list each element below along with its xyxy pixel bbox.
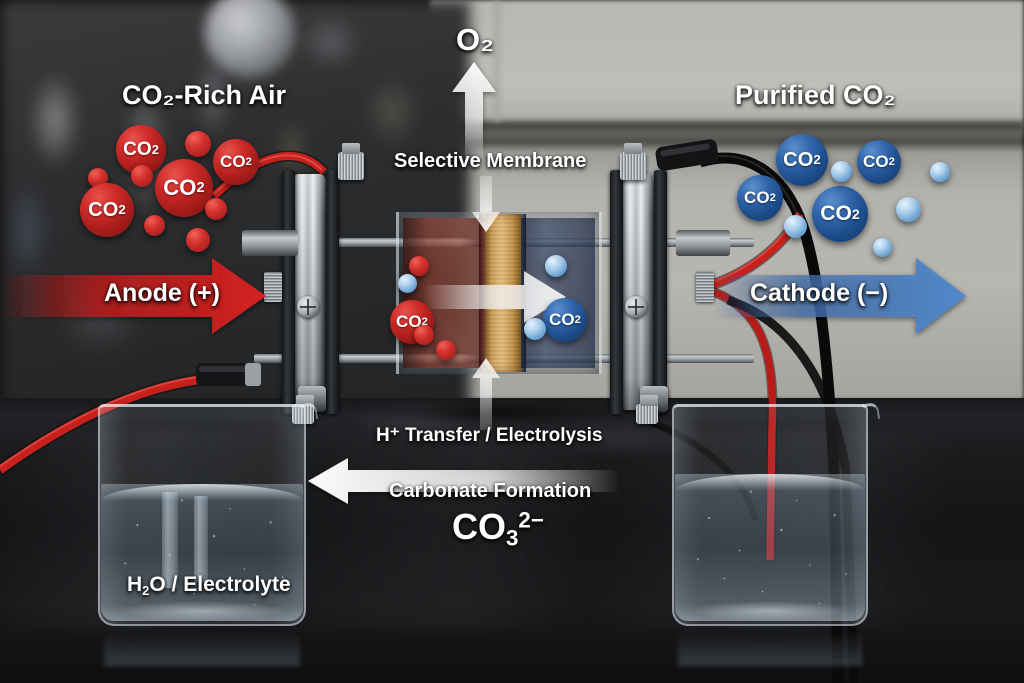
- beaker-left-base-gloss: [118, 601, 286, 621]
- label-water-electrolyte: H2O / Electrolyte: [127, 573, 291, 598]
- label-co2-rich-air: CO₂-Rich Air: [122, 80, 286, 111]
- port-fitting-top-left: [338, 143, 364, 180]
- clamp-band-left-inner: [326, 170, 339, 414]
- label-h-transfer-text: H⁺ Transfer / Electrolysis: [376, 425, 603, 446]
- right-particle-7: [784, 215, 807, 238]
- beaker-right-bubbles: [675, 474, 865, 621]
- label-purified-co2: Purified CO₂: [735, 80, 896, 111]
- membrane-up-arrow: [472, 358, 500, 430]
- port-fitting-top-right: [620, 143, 646, 180]
- label-cathode: Cathode (−): [750, 279, 888, 308]
- cathode-arrow: [714, 258, 966, 334]
- molecule-label-main: CO: [123, 139, 152, 160]
- left-particle-9: [186, 228, 210, 252]
- left-particle-7: [205, 198, 227, 220]
- beaker-right-base-gloss: [691, 601, 849, 621]
- oxygen-arrow: [452, 62, 496, 160]
- background-shelf-edge: [430, 118, 1024, 134]
- flange-left: [292, 174, 326, 410]
- background-post: [492, 0, 502, 122]
- label-selective-membrane-text: Selective Membrane: [394, 150, 587, 172]
- flange-screw-left: [297, 296, 319, 318]
- clamp-band-right-inner: [610, 170, 623, 414]
- molecule-label-main: CO: [820, 202, 852, 225]
- molecule-label-main: CO: [163, 175, 197, 200]
- label-co2-rich-air-text: CO₂-Rich Air: [122, 80, 287, 110]
- label-anode-text: Anode (+): [104, 279, 220, 307]
- label-oxygen-text: O₂: [456, 22, 494, 57]
- right-particle-5: [930, 162, 950, 182]
- knurled-nut-right: [696, 272, 714, 302]
- cell-particle-3: [414, 325, 434, 345]
- left-particle-2: [185, 131, 211, 157]
- label-carbonate-formation-text: Carbonate Formation: [389, 480, 592, 502]
- left-particle-8: [144, 215, 165, 236]
- label-cathode-text: Cathode (−): [750, 279, 889, 307]
- label-carbonate-ion: CO32−: [452, 506, 544, 552]
- water-electrolyte-subscript: 2: [142, 582, 150, 598]
- water-electrolyte-rest: O / Electrolyte: [149, 573, 291, 596]
- molecule-label-main: CO: [783, 148, 814, 171]
- molecule-label-main: CO: [743, 188, 770, 207]
- flange-right: [620, 174, 654, 410]
- right-particle-8: [873, 238, 892, 257]
- pressure-gauge-blurred: [205, 0, 295, 78]
- cell-particle-4: [436, 340, 456, 360]
- electrolysis-cell: [242, 143, 754, 436]
- right-particle-4: [831, 161, 852, 182]
- molecule-label-main: CO: [862, 152, 889, 171]
- knurled-nut-left: [264, 272, 282, 302]
- beaker-right-liquid: [675, 474, 865, 621]
- carbonate-ion-superscript: 2−: [518, 507, 544, 533]
- carbonate-ion-main: CO: [452, 506, 506, 547]
- cell-particle-7: [524, 318, 546, 340]
- beaker-left-bubbles: [101, 484, 303, 621]
- membrane-down-arrow: [472, 176, 500, 232]
- label-anode: Anode (+): [104, 279, 220, 308]
- water-electrolyte-main: H: [127, 573, 143, 596]
- label-oxygen: O₂: [456, 22, 494, 58]
- molecule-label-main: CO: [395, 312, 422, 331]
- port-left-upper: [242, 230, 298, 256]
- beaker-left: [98, 401, 319, 626]
- molecule-label-main: CO: [88, 198, 119, 221]
- clamp-band-right-outer: [654, 170, 667, 414]
- left-particle-3: [131, 165, 153, 187]
- label-selective-membrane: Selective Membrane: [394, 150, 586, 173]
- bottom-fitting-right: [636, 395, 658, 424]
- carbonate-arrow: [308, 458, 620, 504]
- right-particle-6: [896, 197, 921, 222]
- internal-transfer-arrow: [424, 271, 566, 323]
- cell-particle-5: [545, 255, 567, 277]
- label-carbonate-formation: Carbonate Formation: [389, 480, 591, 503]
- port-right-upper: [676, 230, 730, 256]
- label-h-transfer: H⁺ Transfer / Electrolysis: [376, 424, 603, 447]
- label-purified-co2-text: Purified CO₂: [735, 80, 896, 110]
- anode-arrow: [0, 258, 266, 334]
- molecule-label-main: CO: [219, 152, 246, 171]
- cell-particle-1: [398, 274, 417, 293]
- beaker-left-liquid: [101, 484, 303, 621]
- beaker-right: [672, 401, 881, 626]
- molecule-label-main: CO: [548, 310, 575, 329]
- cell-particle-0: [409, 256, 429, 276]
- carbonate-ion-subscript: 3: [506, 525, 519, 551]
- flange-screw-right: [625, 296, 647, 318]
